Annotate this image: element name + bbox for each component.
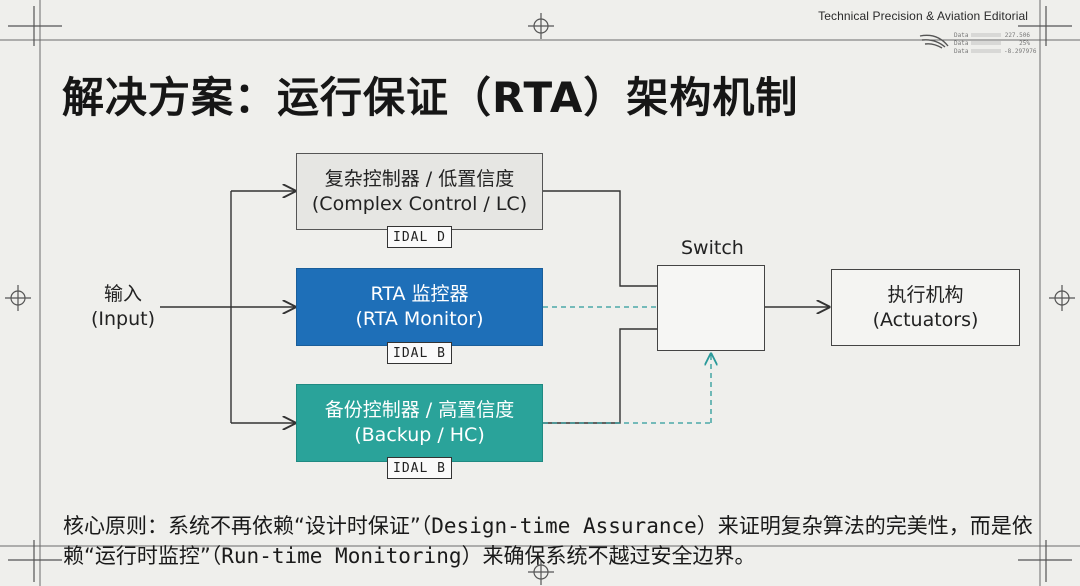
lc-title: 复杂控制器 / 低置信度 xyxy=(324,167,515,190)
mini-value: 25% xyxy=(1019,39,1030,47)
actuators-title: 执行机构 xyxy=(887,283,964,306)
wing-logo-icon xyxy=(919,34,949,49)
complex-controller-box: 复杂控制器 / 低置信度 (Complex Control / LC) xyxy=(296,153,543,230)
mini-key: Data xyxy=(954,39,969,47)
idal-badge-hc: IDAL B xyxy=(387,457,452,479)
footer-term-1: Design-time Assurance xyxy=(431,514,697,538)
input-label-en: (Input) xyxy=(90,308,156,330)
hc-title: 备份控制器 / 高置信度 xyxy=(324,399,515,421)
switch-box xyxy=(657,265,765,351)
footer-part-2: ）来证明复杂算法的完美性，而是依赖“运行时监控”（ xyxy=(63,514,1033,568)
mini-bar xyxy=(971,49,1001,53)
switch-label: Switch xyxy=(681,237,744,259)
actuators-box: 执行机构 (Actuators) xyxy=(831,269,1020,346)
core-principle-text: 核心原则：系统不再依赖“设计时保证”（Design-time Assurance… xyxy=(63,511,1053,571)
mini-value: -8.297976 xyxy=(1004,47,1037,55)
brand-text: Technical Precision & Aviation Editorial xyxy=(818,9,1028,23)
rta-title: RTA 监控器 xyxy=(370,283,469,305)
mini-key: Data xyxy=(954,31,969,39)
hc-subtitle: (Backup / HC) xyxy=(354,424,485,446)
input-label: 输入 (Input) xyxy=(88,282,158,332)
mini-row: Data -8.297976 xyxy=(954,47,1037,55)
idal-badge-rta: IDAL B xyxy=(387,342,452,364)
footer-term-2: Run-time Monitoring xyxy=(221,544,462,568)
footer-part-3: ）来确保系统不越过安全边界。 xyxy=(461,544,756,568)
mini-bar xyxy=(971,33,1001,37)
idal-badge-lc: IDAL D xyxy=(387,226,452,248)
lc-to-switch xyxy=(543,190,680,287)
mini-bar xyxy=(971,41,1001,45)
mini-value: 227.506 xyxy=(1004,31,1030,39)
backup-controller-box: 备份控制器 / 高置信度 (Backup / HC) xyxy=(296,384,543,462)
mini-key: Data xyxy=(954,47,969,55)
mini-row: Data 227.506 xyxy=(954,31,1030,39)
mini-data-table: Data 227.506 Data 25% Data -8.297976 xyxy=(954,31,1037,55)
page-title: 解决方案：运行保证（RTA）架构机制 xyxy=(62,73,799,122)
footer-part-1: 核心原则：系统不再依赖“设计时保证”（ xyxy=(63,514,432,538)
lc-subtitle: (Complex Control / LC) xyxy=(311,192,528,215)
rta-subtitle: (RTA Monitor) xyxy=(355,308,484,330)
rta-monitor-box: RTA 监控器 (RTA Monitor) xyxy=(296,268,543,346)
input-label-cn: 输入 xyxy=(103,283,142,305)
mini-row: Data 25% xyxy=(954,39,1030,47)
actuators-subtitle: (Actuators) xyxy=(872,308,979,331)
